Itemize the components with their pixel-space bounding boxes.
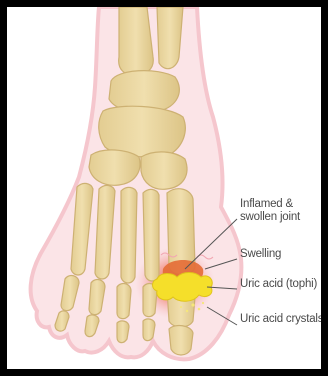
label-swelling: Swelling bbox=[240, 248, 281, 261]
label-inflamed-joint: Inflamed & swollen joint bbox=[240, 198, 300, 224]
label-inflamed-line1: Inflamed & bbox=[240, 198, 300, 211]
uric-acid-tophi bbox=[153, 273, 213, 302]
label-inflamed-line2: swollen joint bbox=[240, 211, 300, 224]
diagram-canvas: Inflamed & swollen joint Swelling Uric a… bbox=[7, 7, 321, 369]
label-tophi: Uric acid (tophi) bbox=[240, 278, 317, 291]
label-crystals: Uric acid crystals bbox=[240, 313, 321, 326]
